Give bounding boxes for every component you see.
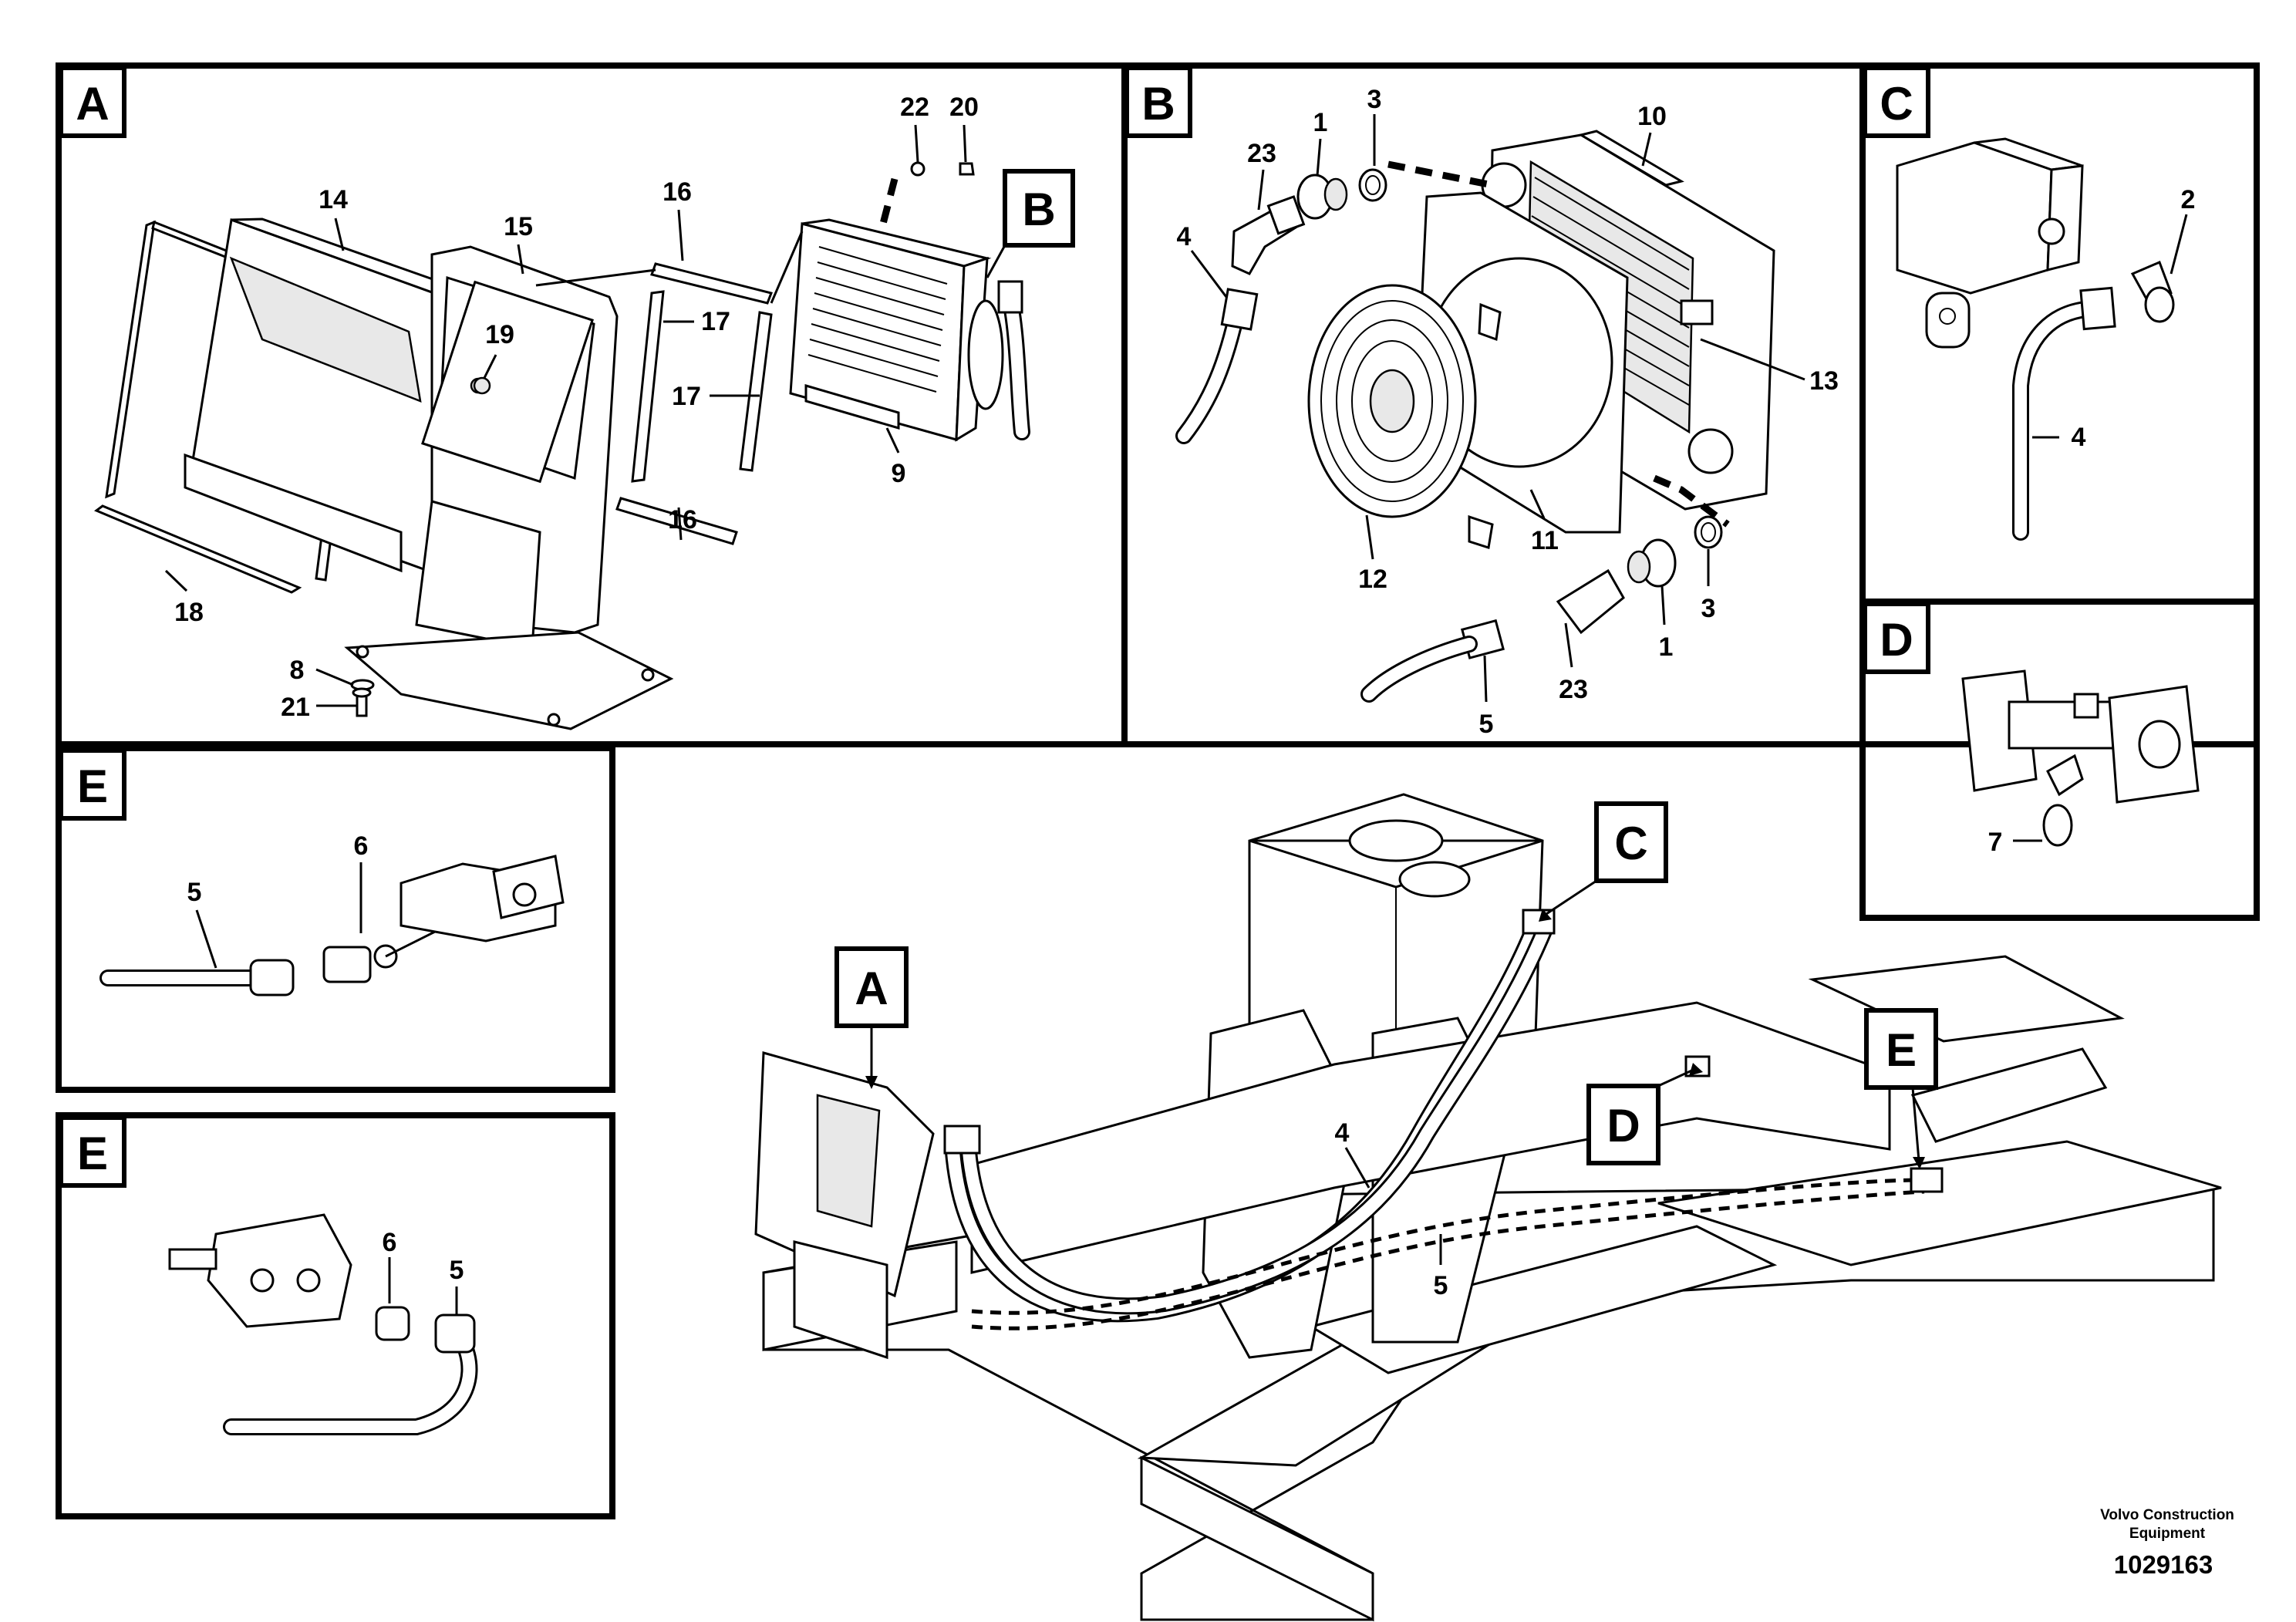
label-23-top: 23	[1247, 139, 1276, 168]
svg-text:D: D	[1880, 614, 1913, 666]
footer-block: Volvo Construction Equipment 1029163	[2100, 1507, 2234, 1579]
label-4-main: 4	[1335, 1118, 1350, 1148]
callout-b-box: B	[986, 169, 1075, 278]
callout-c-main: C	[1539, 801, 1668, 922]
label-2: 2	[2181, 185, 2196, 214]
svg-text:E: E	[77, 760, 108, 812]
label-23-bottom: 23	[1559, 675, 1588, 704]
panel-a-leaders	[164, 124, 967, 707]
label-20: 20	[949, 93, 979, 122]
label-12: 12	[1358, 565, 1387, 594]
lower-fittings	[1360, 515, 1723, 703]
svg-text:C: C	[1880, 78, 1913, 130]
label-6-upper: 6	[354, 831, 369, 861]
label-18: 18	[174, 598, 204, 627]
label-17-top: 17	[701, 307, 730, 336]
label-22: 22	[900, 93, 929, 122]
panel-tag-b: B	[1124, 66, 1192, 138]
label-10: 10	[1637, 102, 1667, 131]
panel-e-upper-drawing: 6 5	[99, 831, 565, 996]
hose-4-detail	[1175, 288, 1259, 444]
callout-e-main: E	[1864, 1008, 1938, 1169]
main-assembly-drawing: 4 5	[754, 793, 2222, 1622]
panel-a-drawing: B 14 15 16 17 17 16 18 19 22 20 9 8 21	[94, 93, 1075, 730]
label-1-top: 1	[1313, 108, 1328, 137]
svg-text:E: E	[77, 1128, 108, 1179]
oil-cooler	[789, 218, 1030, 442]
label-11: 11	[1531, 526, 1559, 555]
label-5-lower: 5	[450, 1256, 464, 1285]
label-13: 13	[1809, 366, 1839, 396]
label-16-top: 16	[663, 177, 692, 207]
label-16-bottom: 16	[668, 505, 697, 534]
drawing-number: 1029163	[2114, 1550, 2213, 1579]
label-21: 21	[281, 693, 310, 722]
label-4-b: 4	[1177, 222, 1192, 251]
panel-tag-a: A	[59, 66, 126, 138]
callout-d-main: D	[1586, 1063, 1703, 1165]
panel-b-leaders	[1190, 114, 1805, 703]
panel-a-dashed-link	[879, 177, 899, 225]
svg-text:A: A	[76, 78, 109, 130]
bracket-stand	[344, 245, 674, 730]
upper-fittings	[1231, 168, 1387, 275]
svg-text:E: E	[1886, 1024, 1917, 1076]
svg-text:B: B	[1022, 184, 1055, 235]
panel-d-drawing: 7	[1961, 669, 2200, 857]
label-3-bottom: 3	[1701, 594, 1716, 623]
label-9: 9	[892, 459, 906, 488]
panel-b-dashed-top	[1387, 160, 1493, 189]
label-19: 19	[485, 320, 514, 349]
panel-tag-c: C	[1863, 66, 1930, 138]
label-15: 15	[504, 212, 533, 241]
panel-tag-d: D	[1863, 602, 1930, 674]
svg-text:B: B	[1141, 78, 1175, 130]
panel-b-dashed-bottom	[1653, 474, 1730, 528]
svg-text:A: A	[855, 963, 888, 1014]
label-7: 7	[1988, 828, 2003, 857]
label-14: 14	[319, 185, 348, 214]
company-name-line2: Equipment	[2129, 1526, 2206, 1542]
label-4-c: 4	[2072, 423, 2086, 452]
label-8: 8	[290, 656, 305, 685]
svg-text:D: D	[1607, 1100, 1640, 1152]
panel-b-drawing: 23 1 3 10 4 13 12 11 3 1 23 5	[1175, 85, 1839, 739]
label-1-bottom: 1	[1659, 632, 1674, 662]
cooling-fan	[1307, 284, 1502, 549]
label-6-lower: 6	[383, 1228, 397, 1257]
svg-text:C: C	[1614, 818, 1647, 869]
panel-c-drawing: 2 4	[1896, 137, 2196, 541]
label-5-b: 5	[1479, 710, 1494, 739]
label-17-bottom: 17	[672, 382, 701, 411]
gasket-set	[615, 262, 774, 545]
panel-e-lower-drawing: 6 5	[168, 1213, 478, 1435]
fasteners	[350, 161, 975, 717]
panel-tag-e-lower: E	[59, 1115, 126, 1188]
panel-tag-e-upper: E	[59, 748, 126, 821]
label-3-top: 3	[1367, 85, 1382, 114]
label-5-upper: 5	[187, 878, 202, 907]
company-name-line1: Volvo Construction	[2100, 1507, 2234, 1523]
label-5-main: 5	[1434, 1271, 1448, 1300]
callout-a-main: A	[834, 946, 909, 1089]
